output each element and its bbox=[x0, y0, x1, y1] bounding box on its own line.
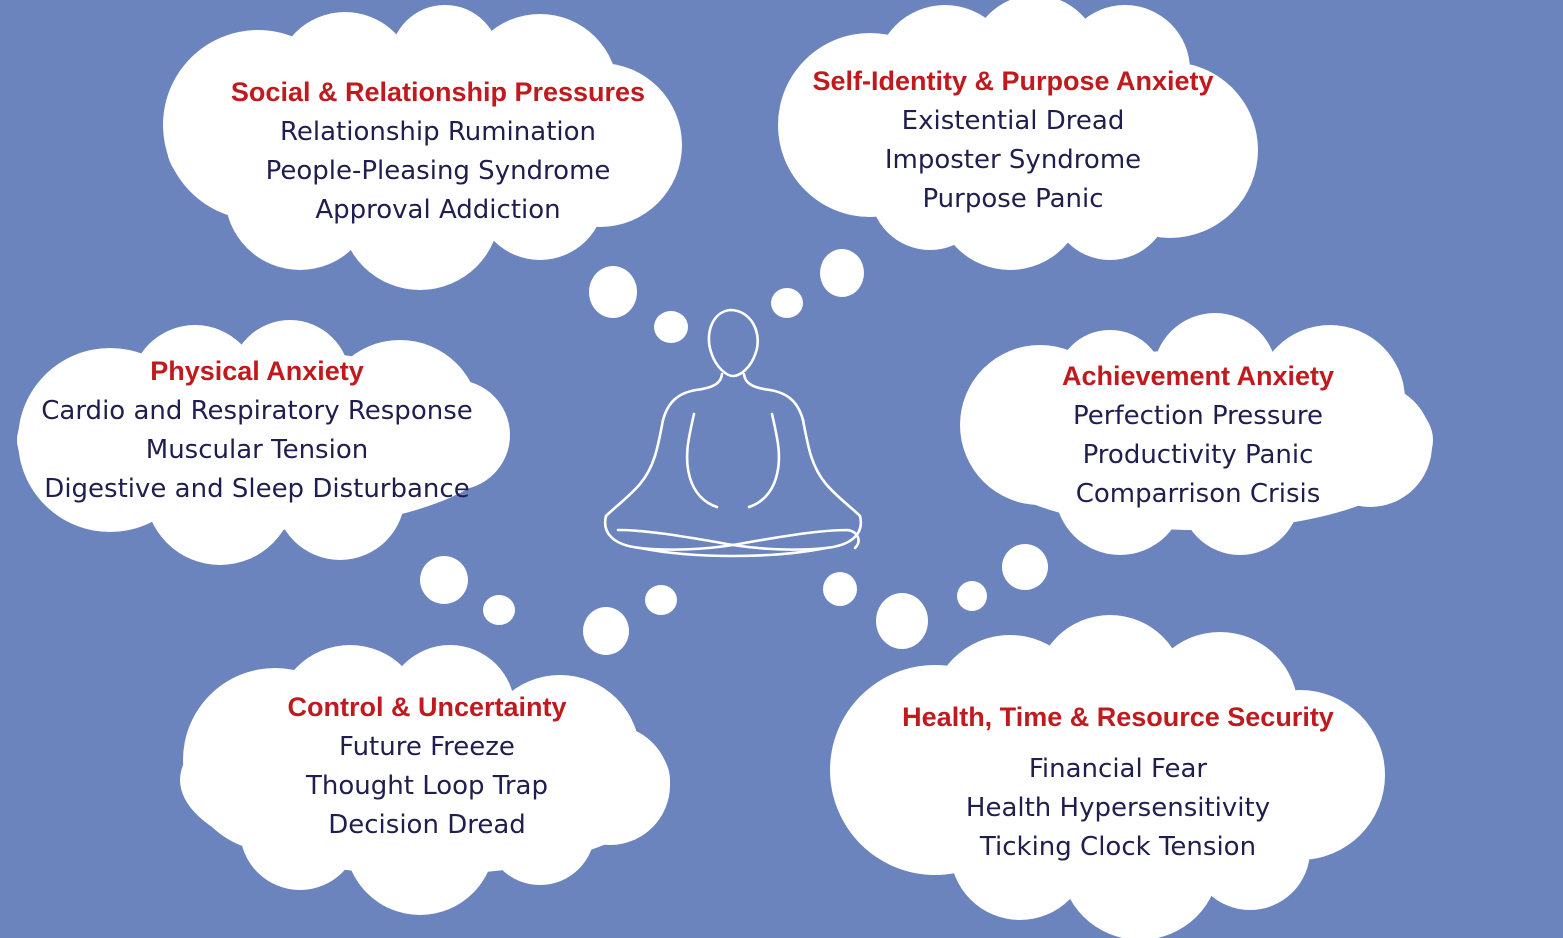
cloud-text-security: Health, Time & Resource Security Financi… bbox=[902, 702, 1334, 867]
cloud-item: Imposter Syndrome bbox=[884, 145, 1142, 175]
bubble-identity-large bbox=[820, 249, 864, 297]
meditating-person-icon bbox=[603, 308, 863, 558]
cloud-control bbox=[180, 645, 670, 915]
cloud-item: Existential Dread bbox=[901, 106, 1125, 136]
cloud-item: People-Pleasing Syndrome bbox=[265, 156, 611, 186]
cloud-text-achievement: Achievement Anxiety Perfection Pressure … bbox=[1062, 361, 1334, 514]
bubble-security-large bbox=[876, 593, 928, 649]
cloud-text-physical: Physical Anxiety Cardio and Respiratory … bbox=[41, 356, 473, 509]
cloud-title: Self-Identity & Purpose Anxiety bbox=[812, 66, 1214, 96]
cloud-title: Social & Relationship Pressures bbox=[230, 77, 646, 107]
cloud-item: Ticking Clock Tension bbox=[979, 832, 1257, 862]
bubble-control-small bbox=[645, 585, 677, 615]
cloud-item: Approval Addiction bbox=[315, 195, 561, 225]
cloud-title: Control & Uncertainty bbox=[287, 692, 567, 722]
cloud-security bbox=[830, 615, 1385, 938]
bubble-social-small bbox=[654, 311, 688, 343]
cloud-item: Relationship Rumination bbox=[279, 117, 596, 147]
cloud-achievement bbox=[960, 313, 1433, 555]
cloud-text-social: Social & Relationship Pressures Relation… bbox=[231, 77, 645, 230]
cloud-item: Cardio and Respiratory Response bbox=[41, 396, 473, 426]
cloud-text-identity: Self-Identity & Purpose Anxiety Existent… bbox=[812, 66, 1213, 219]
cloud-item: Digestive and Sleep Disturbance bbox=[44, 474, 470, 504]
cloud-item: Comparrison Crisis bbox=[1075, 479, 1321, 509]
cloud-item: Decision Dread bbox=[328, 810, 526, 840]
cloud-item: Thought Loop Trap bbox=[306, 771, 548, 801]
bubble-achievement-small bbox=[957, 581, 987, 611]
cloud-text-control: Control & Uncertainty Future Freeze Thou… bbox=[287, 692, 566, 845]
cloud-title: Health, Time & Resource Security bbox=[902, 702, 1334, 732]
cloud-item: Health Hypersensitivity bbox=[965, 793, 1271, 823]
bubble-control-large bbox=[583, 607, 629, 655]
cloud-item: Muscular Tension bbox=[145, 435, 369, 465]
cloud-item: Purpose Panic bbox=[922, 184, 1104, 214]
thought-bubbles bbox=[420, 249, 1048, 655]
cloud-item: Financial Fear bbox=[1028, 754, 1208, 784]
cloud-identity bbox=[778, 0, 1258, 270]
cloud-social bbox=[163, 5, 682, 290]
cloud-title: Achievement Anxiety bbox=[1061, 361, 1335, 391]
bubble-social-large bbox=[589, 266, 637, 318]
cloud-item: Productivity Panic bbox=[1082, 440, 1314, 470]
bubble-physical-large bbox=[420, 556, 468, 604]
cloud-item: Future Freeze bbox=[339, 732, 515, 762]
bubble-physical-small bbox=[483, 595, 515, 625]
cloud-title: Physical Anxiety bbox=[150, 356, 364, 386]
cloud-item: Perfection Pressure bbox=[1073, 401, 1323, 431]
bubble-achievement-large bbox=[1002, 544, 1048, 590]
bubble-identity-small bbox=[771, 288, 803, 318]
bubble-security-small bbox=[823, 572, 857, 606]
cloud-physical bbox=[17, 320, 510, 565]
